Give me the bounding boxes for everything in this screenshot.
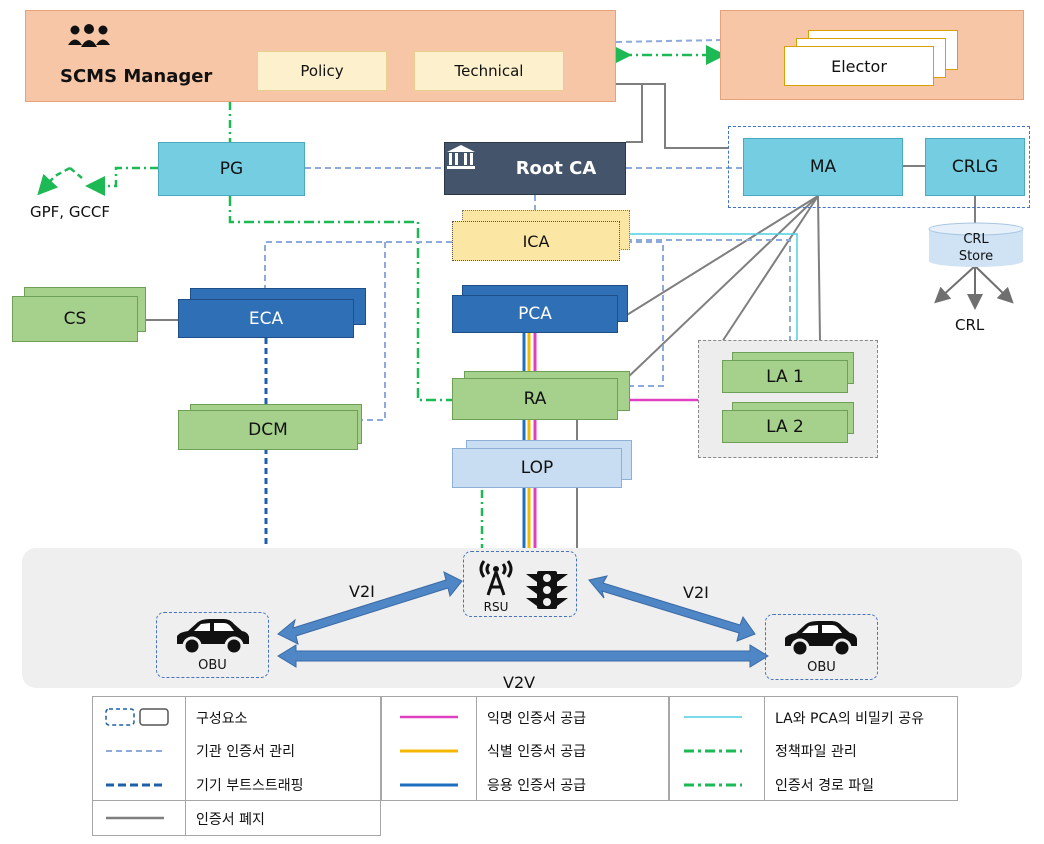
ma-box[interactable]: MA bbox=[743, 138, 903, 196]
rsu-label: RSU bbox=[483, 600, 509, 614]
legend-label-component: 구성요소 bbox=[196, 711, 248, 727]
legend-label-pseudonym: 익명 인증서 공급 bbox=[487, 711, 587, 727]
dcm-box[interactable]: DCM bbox=[178, 410, 358, 450]
crl-store-cylinder[interactable] bbox=[928, 222, 1024, 268]
ma-crlg-group bbox=[728, 126, 1030, 208]
antenna-icon bbox=[476, 555, 516, 599]
gpf-gccf-label: GPF, GCCF bbox=[30, 203, 111, 221]
legend-label-application: 응용 인증서 공급 bbox=[487, 778, 587, 794]
v2i-left-arrow bbox=[277, 571, 463, 645]
people-icon bbox=[66, 23, 112, 51]
la1-box[interactable]: LA 1 bbox=[722, 360, 848, 393]
rsu-box[interactable] bbox=[463, 551, 577, 617]
policy-box[interactable]: Policy bbox=[257, 51, 387, 91]
obu-left-label: OBU bbox=[198, 657, 227, 673]
elector-box[interactable]: Elector bbox=[784, 46, 934, 86]
pca-box[interactable]: PCA bbox=[452, 295, 618, 333]
car-icon bbox=[172, 618, 252, 656]
ica-box[interactable]: ICA bbox=[452, 221, 620, 261]
v2i-right-arrow bbox=[588, 575, 756, 642]
crlg-box[interactable]: CRLG bbox=[925, 138, 1025, 196]
root-ca-box[interactable]: Root CA bbox=[444, 142, 626, 195]
crl-label: CRL bbox=[955, 316, 985, 334]
manager-elector-light-dash bbox=[615, 39, 721, 43]
eca-box[interactable]: ECA bbox=[178, 299, 354, 338]
legend-label-cell bbox=[764, 696, 958, 801]
legend-label-cell bbox=[476, 696, 669, 801]
bank-icon bbox=[447, 145, 506, 183]
pg-box[interactable]: PG bbox=[158, 142, 305, 196]
la2-box[interactable]: LA 2 bbox=[722, 410, 848, 443]
technical-box[interactable]: Technical bbox=[414, 51, 564, 91]
legend-label-key-share: LA와 PCA의 비밀키 공유 bbox=[775, 711, 925, 727]
legend-label-org-cert: 기관 인증서 관리 bbox=[196, 744, 296, 760]
legend-label-revoke: 인증서 폐지 bbox=[196, 812, 265, 828]
legend-label-policy-file: 정책파일 관리 bbox=[775, 744, 857, 760]
crl-store-label: CRL Store bbox=[958, 232, 994, 264]
legend-label-cert-chain: 인증서 경로 파일 bbox=[775, 778, 875, 794]
legend-label-bootstrap: 기기 부트스트래핑 bbox=[196, 778, 304, 794]
v2v-label: V2V bbox=[503, 673, 536, 692]
obu-right-box[interactable] bbox=[765, 614, 878, 680]
component-icon bbox=[105, 708, 169, 726]
legend-label-identity: 식별 인증서 공급 bbox=[487, 744, 587, 760]
v2i-right-label: V2I bbox=[683, 583, 709, 602]
cs-box[interactable]: CS bbox=[12, 296, 138, 342]
legend-label-cell bbox=[185, 800, 381, 836]
v2i-left-label: V2I bbox=[349, 582, 375, 601]
legend: 구성요소 기관 인증서 관리 기기 부트스트래핑 인증서 폐지 익명 인증서 공… bbox=[92, 696, 958, 836]
lop-box[interactable]: LOP bbox=[452, 448, 622, 488]
root-ca-label: Root CA bbox=[515, 158, 597, 179]
v2v-arrow bbox=[277, 644, 769, 668]
traffic-light-icon bbox=[524, 570, 570, 610]
ra-box[interactable]: RA bbox=[452, 378, 618, 420]
obu-left-box[interactable] bbox=[156, 612, 269, 678]
v2x-field bbox=[22, 548, 1022, 688]
scms-manager-box[interactable]: SCMS Manager Policy Technical bbox=[25, 10, 616, 102]
scms-manager-title: SCMS Manager bbox=[60, 66, 213, 87]
obu-right-label: OBU bbox=[807, 659, 836, 675]
car-icon bbox=[780, 620, 860, 658]
